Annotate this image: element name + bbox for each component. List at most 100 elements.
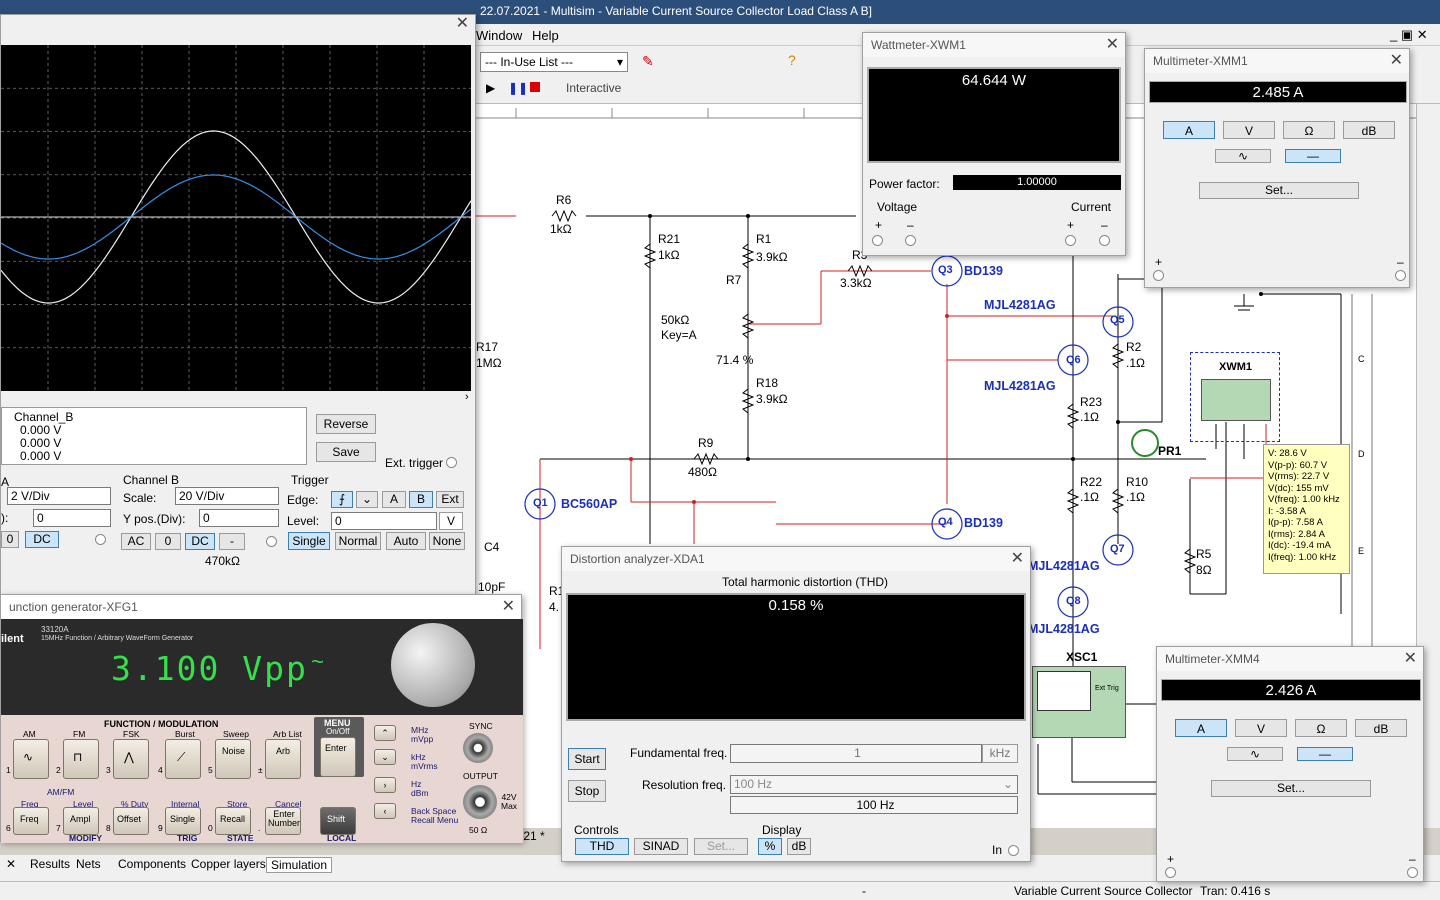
- set-button[interactable]: Set...: [694, 838, 748, 855]
- mm1-ac-button[interactable]: ∿: [1215, 149, 1271, 163]
- arrow-up-button[interactable]: ⌃: [374, 725, 396, 741]
- enter-button[interactable]: [320, 737, 356, 777]
- triangle-button[interactable]: ⋀: [113, 739, 149, 779]
- mm4-plus-terminal[interactable]: [1165, 867, 1176, 878]
- shift-button[interactable]: Shift: [320, 807, 356, 835]
- tab-components[interactable]: Components: [118, 857, 187, 871]
- resolution-freq-select[interactable]: 100 Hz ⌄: [730, 775, 1018, 794]
- fundamental-freq-unit[interactable]: kHz: [982, 744, 1018, 763]
- interactive-label[interactable]: Interactive: [566, 81, 622, 95]
- tab-simulation[interactable]: Simulation: [266, 857, 333, 873]
- mm1-dc-button[interactable]: —: [1285, 149, 1341, 163]
- channel-a-zero-button[interactable]: 0: [1, 531, 19, 548]
- close-icon[interactable]: ✕: [6, 857, 17, 871]
- fundamental-freq-input[interactable]: 1: [730, 744, 982, 763]
- xsc1-symbol[interactable]: Ext Trig: [1032, 666, 1126, 738]
- scroll-right-icon[interactable]: ›: [465, 391, 469, 403]
- xwm1-symbol[interactable]: XWM1: [1190, 352, 1280, 442]
- mode-normal-button[interactable]: Normal: [335, 532, 381, 550]
- close-icon[interactable]: ✕: [501, 598, 515, 615]
- mm4-db-button[interactable]: dB: [1355, 719, 1407, 737]
- arb-button[interactable]: Arb: [265, 739, 301, 779]
- channel-b-zero-button[interactable]: 0: [155, 533, 181, 550]
- run-icon[interactable]: ▶: [486, 81, 496, 95]
- thd-button[interactable]: THD: [575, 838, 629, 855]
- menu-help[interactable]: Help: [532, 28, 559, 43]
- mm4-ac-button[interactable]: ∿: [1227, 747, 1283, 761]
- arrow-right-button[interactable]: ›: [374, 777, 396, 793]
- mm4-amp-button[interactable]: A: [1175, 719, 1227, 737]
- reverse-button[interactable]: Reverse: [316, 414, 376, 434]
- mm4-ohm-button[interactable]: Ω: [1295, 719, 1347, 737]
- single-button[interactable]: Single: [165, 807, 201, 835]
- channel-b-radio[interactable]: [266, 536, 277, 547]
- mm4-set-button[interactable]: Set...: [1211, 780, 1371, 797]
- trigger-ext-button[interactable]: Ext: [436, 491, 464, 508]
- tab-nets[interactable]: Nets: [76, 857, 101, 871]
- ext-trigger-radio[interactable]: [446, 457, 457, 468]
- channel-a-scale-input[interactable]: 2 V/Div: [7, 487, 111, 505]
- mm4-dc-button[interactable]: —: [1297, 747, 1353, 761]
- channel-b-ac-button[interactable]: AC: [121, 533, 151, 550]
- arrow-left-button[interactable]: ‹: [374, 803, 396, 819]
- inuse-list-dropdown[interactable]: --- In-Use List --- ▾: [480, 52, 628, 72]
- mm1-amp-button[interactable]: A: [1163, 121, 1215, 139]
- freq-button[interactable]: Freq: [13, 807, 49, 835]
- current-plus-terminal[interactable]: [1065, 235, 1076, 246]
- close-icon[interactable]: ✕: [455, 15, 469, 32]
- mm1-plus-terminal[interactable]: [1153, 270, 1164, 281]
- noise-button[interactable]: Noise: [215, 739, 251, 779]
- sync-terminal[interactable]: [463, 733, 493, 763]
- pause-icon[interactable]: ❚❚: [508, 81, 529, 95]
- close-icon[interactable]: ✕: [1389, 52, 1403, 69]
- channel-b-minus-button[interactable]: -: [219, 533, 245, 550]
- arrow-down-button[interactable]: ⌄: [374, 749, 396, 765]
- trigger-b-button[interactable]: B: [409, 491, 433, 508]
- voltage-minus-terminal[interactable]: [905, 235, 916, 246]
- mm1-minus-terminal[interactable]: [1395, 270, 1406, 281]
- current-minus-terminal[interactable]: [1099, 235, 1110, 246]
- channel-b-scale-input[interactable]: 20 V/Div: [175, 487, 279, 505]
- mm4-minus-terminal[interactable]: [1407, 867, 1418, 878]
- mode-single-button[interactable]: Single: [288, 532, 330, 550]
- sine-button[interactable]: ∿: [13, 739, 49, 779]
- channel-a-radio[interactable]: [95, 534, 106, 545]
- tab-results[interactable]: Results: [30, 857, 71, 871]
- menu-window[interactable]: Window: [476, 28, 523, 43]
- in-terminal[interactable]: [1008, 845, 1019, 856]
- mode-auto-button[interactable]: Auto: [386, 532, 426, 550]
- level-unit[interactable]: V: [439, 512, 463, 530]
- recall-button[interactable]: Recall: [215, 807, 251, 835]
- channel-b-ypos-input[interactable]: 0: [199, 509, 279, 527]
- close-icon[interactable]: ✕: [1403, 650, 1417, 667]
- level-input[interactable]: 0: [331, 512, 437, 530]
- mm1-set-button[interactable]: Set...: [1199, 182, 1359, 199]
- falling-edge-icon[interactable]: ⌄: [356, 491, 378, 508]
- sinad-button[interactable]: SINAD: [634, 838, 688, 855]
- percent-button[interactable]: %: [758, 838, 782, 855]
- channel-b-dc-button[interactable]: DC: [185, 533, 215, 550]
- close-icon[interactable]: ✕: [1105, 36, 1119, 53]
- rising-edge-icon[interactable]: ⨍: [331, 491, 353, 508]
- probe-icon[interactable]: ✎: [642, 53, 654, 69]
- offset-button[interactable]: Offset: [113, 807, 149, 835]
- mode-none-button[interactable]: None: [429, 532, 465, 550]
- window-controls[interactable]: _ ▣ ✕: [1390, 27, 1428, 42]
- help-icon[interactable]: ?: [788, 52, 796, 68]
- stop-button[interactable]: Stop: [568, 780, 606, 802]
- mm1-db-button[interactable]: dB: [1343, 121, 1395, 139]
- channel-a-ypos-input[interactable]: 0: [33, 509, 111, 527]
- mm1-ohm-button[interactable]: Ω: [1283, 121, 1335, 139]
- save-button[interactable]: Save: [316, 442, 376, 462]
- stop-icon[interactable]: [530, 82, 540, 92]
- mm1-volt-button[interactable]: V: [1223, 121, 1275, 139]
- output-terminal[interactable]: [463, 785, 497, 819]
- channel-a-dc-button[interactable]: DC: [25, 531, 59, 548]
- mm4-volt-button[interactable]: V: [1235, 719, 1287, 737]
- fg-knob[interactable]: [391, 623, 475, 707]
- voltage-plus-terminal[interactable]: [872, 235, 883, 246]
- tab-copper-layers[interactable]: Copper layers: [191, 857, 266, 871]
- enter-number-button[interactable]: Enter Number: [265, 807, 301, 835]
- start-button[interactable]: Start: [568, 748, 606, 770]
- pr1-probe-icon[interactable]: [1131, 429, 1159, 457]
